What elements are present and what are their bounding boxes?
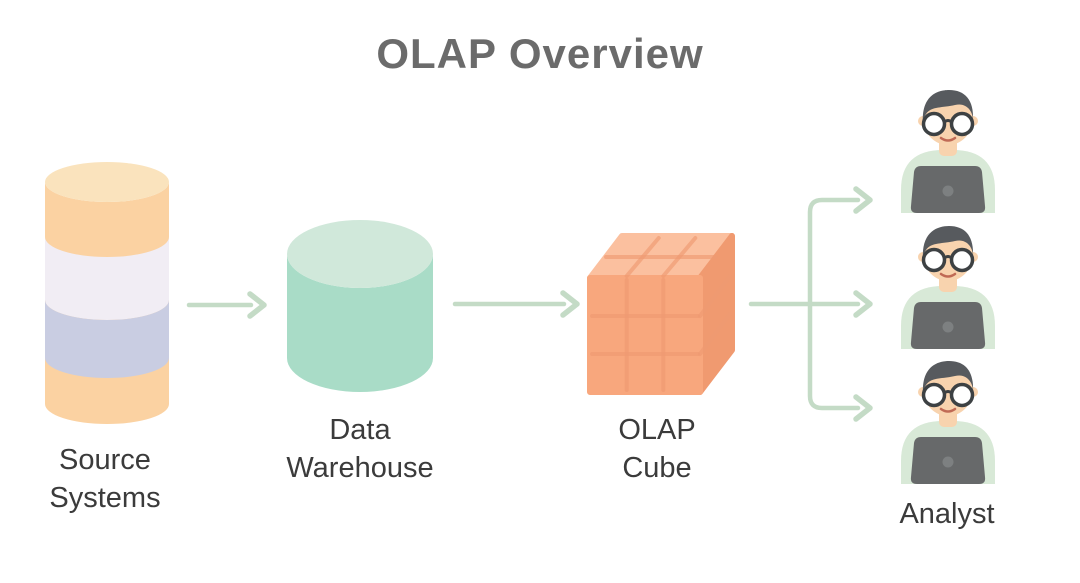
arrow-cube-to-analysts-icon: [748, 186, 873, 422]
source-systems-label: Source Systems: [49, 444, 161, 514]
analyst-icon-1: [899, 88, 997, 213]
cube-front-face: [587, 275, 703, 395]
source-systems-icon: [45, 162, 169, 424]
analyst-icon-2: [899, 224, 997, 349]
olap-cube-icon: [587, 233, 735, 395]
data-warehouse-icon: [287, 220, 433, 392]
cylinder-band-light: [45, 237, 169, 320]
analyst-icon-3: [899, 359, 997, 484]
analyst-label: Analyst: [899, 498, 995, 530]
arrowhead: [247, 291, 267, 319]
cylinder-top: [45, 162, 169, 202]
arrowhead-bottom: [853, 394, 873, 422]
cylinder-body: [287, 254, 433, 392]
arrowhead-top: [853, 186, 873, 214]
cube-grid-lines: [590, 236, 732, 392]
olap-cube-label: OLAP Cube: [618, 414, 696, 484]
cylinder-top: [287, 220, 433, 288]
data-warehouse-label: Data Warehouse: [286, 414, 434, 484]
cylinder-band-lavender: [45, 300, 169, 378]
arrowhead: [560, 290, 580, 318]
arrow-source-to-warehouse-icon: [186, 291, 267, 319]
page-title: OLAP Overview: [376, 30, 704, 77]
arrow-warehouse-to-cube-icon: [452, 290, 580, 318]
arrowhead-middle: [853, 290, 873, 318]
